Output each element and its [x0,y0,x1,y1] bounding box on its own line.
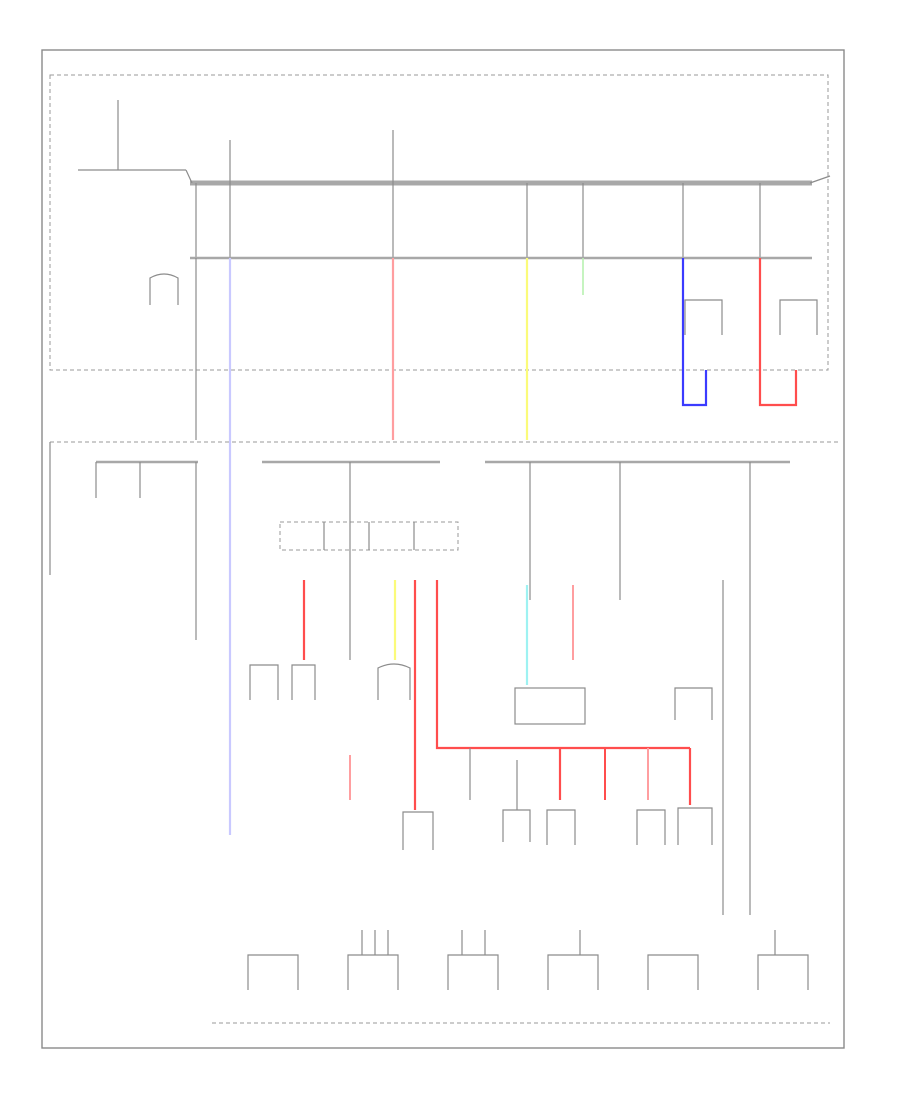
top-left-relay [149,273,179,305]
top-right-relay-1 [684,299,723,335]
wire-red-main-bus [435,580,690,750]
bottom-component-3 [447,954,499,990]
top-right-relay-2 [779,299,818,335]
component-mid-9 [636,809,666,845]
bottom-component-5 [647,954,699,990]
component-mid-6 [402,811,434,850]
bottom-component-4 [547,954,599,990]
component-mid-5 [674,687,713,720]
battery-feed-link [185,169,193,184]
bottom-component-6 [757,954,809,990]
component-mid-4 [514,687,586,725]
component-mid-10 [677,807,713,845]
bottom-component-1 [247,954,299,990]
bottom-component-2 [347,954,399,990]
component-mid-7 [502,809,531,842]
wire-dark-blue-loop [681,258,708,407]
component-mid-2 [291,664,316,700]
component-mid-1 [249,664,279,700]
wire-red-loop [758,258,798,407]
component-mid-3 [377,663,411,700]
diagram-border [41,49,845,1049]
component-mid-8 [546,809,576,845]
top-bus-link [809,175,831,184]
under-hood-fuse-box-outline [49,74,829,371]
